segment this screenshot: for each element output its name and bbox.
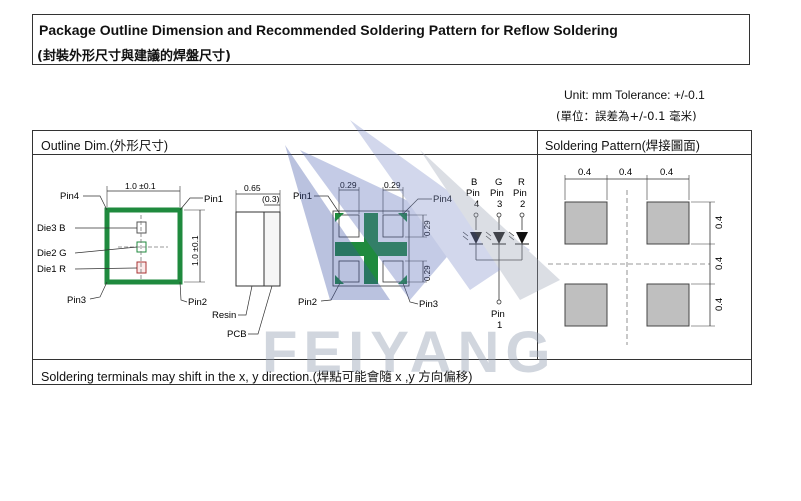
pad-pin3 xyxy=(382,260,404,283)
die3-label: Die3 B xyxy=(37,223,66,234)
pattern-dim-right-1: 0.4 xyxy=(714,216,725,229)
bottom-pin2-label: Pin2 xyxy=(298,297,317,308)
header-divider xyxy=(33,154,751,155)
pcb-body xyxy=(263,211,281,287)
top-width-dim: 1.0 ±0.1 xyxy=(125,181,156,191)
pad-pin4 xyxy=(382,214,404,238)
pattern-dim-right-3: 0.4 xyxy=(714,298,725,311)
document-title-chinese: (封裝外形尺寸與建議的焊盤尺寸) xyxy=(37,49,231,64)
top-pin1-label: Pin1 xyxy=(204,194,223,205)
side-dim-b: (0.3) xyxy=(262,194,280,204)
circuit-r-pin-word: Pin xyxy=(513,188,527,199)
circuit-r-label: R xyxy=(518,177,525,188)
circuit-common-pin: 1 xyxy=(497,320,502,331)
pad-pin2 xyxy=(338,260,360,283)
circuit-g-label: G xyxy=(495,177,502,188)
bottom-dim-right-upper: 0.29 xyxy=(423,220,432,236)
bottom-pin1-label: Pin1 xyxy=(293,191,312,202)
pattern-dim-right-2: 0.4 xyxy=(714,257,725,270)
column-divider xyxy=(537,131,538,359)
side-view-drawing: 0.65 (0.3) Resin PCB xyxy=(212,183,281,340)
top-pin3-label: Pin3 xyxy=(67,295,86,306)
die-b xyxy=(136,221,147,234)
circuit-r-pin: 2 xyxy=(520,199,525,210)
die-r xyxy=(136,261,147,274)
circuit-g-pin: 3 xyxy=(497,199,502,210)
pad-pin1 xyxy=(338,214,360,238)
bottom-pin3-label: Pin3 xyxy=(419,299,438,310)
circuit-g-pin-word: Pin xyxy=(490,188,504,199)
solder-pad-tl xyxy=(564,201,608,245)
bottom-pin4-label: Pin4 xyxy=(433,194,452,205)
top-pin2-label: Pin2 xyxy=(188,297,207,308)
bottom-view-drawing: 0.29 0.29 0.29 0.29 Pin1 Pin4 Pin2 Pin3 xyxy=(293,180,452,310)
pattern-dim-top-3: 0.4 xyxy=(660,167,673,178)
soldering-pattern-header: Soldering Pattern(焊接圖面) xyxy=(545,139,700,153)
circuit-b-pin-word: Pin xyxy=(466,188,480,199)
bottom-dim-right-lower: 0.29 xyxy=(423,265,432,281)
led-b-symbol xyxy=(470,232,482,244)
bottom-bar-v xyxy=(364,213,378,284)
unit-tolerance: Unit: mm Tolerance: +/-0.1 xyxy=(564,88,705,102)
pattern-dim-top-1: 0.4 xyxy=(578,167,591,178)
unit-tolerance-chinese: (單位：誤差為+/-0.1 毫米) xyxy=(556,109,697,123)
pcb-label: PCB xyxy=(227,329,247,340)
dimension-table: Outline Dim.(外形尺寸) Soldering Pattern(焊接圖… xyxy=(32,130,752,385)
top-height-dim: 1.0 ±0.1 xyxy=(190,235,200,266)
title-box: Package Outline Dimension and Recommende… xyxy=(32,14,750,65)
circuit-diagram: B Pin 4 G Pin 3 R Pin 2 Pin 1 xyxy=(462,177,529,331)
solder-pad-bl xyxy=(564,283,608,327)
document-title: Package Outline Dimension and Recommende… xyxy=(39,22,618,38)
top-view-drawing: 1.0 ±0.1 1.0 ±0.1 Pin4 Pin1 Pin3 Pin2 Di… xyxy=(37,181,223,308)
circuit-b-label: B xyxy=(471,177,477,188)
circuit-b-pin: 4 xyxy=(474,199,479,210)
footer-divider xyxy=(33,359,751,360)
resin-label: Resin xyxy=(212,310,236,321)
die1-label: Die1 R xyxy=(37,264,66,275)
soldering-pattern-drawing: 0.4 0.4 0.4 0.4 0.4 0.4 xyxy=(548,167,725,345)
die2-label: Die2 G xyxy=(37,248,67,259)
led-r-symbol xyxy=(516,232,528,244)
circuit-common-pin-word: Pin xyxy=(491,309,505,320)
pattern-dim-top-2: 0.4 xyxy=(619,167,632,178)
side-dim-a: 0.65 xyxy=(244,183,261,193)
solder-pad-tr xyxy=(646,201,690,245)
led-g-symbol xyxy=(493,232,505,244)
solder-pad-br xyxy=(646,283,690,327)
bottom-dim-top-right: 0.29 xyxy=(384,180,401,190)
outline-dim-header: Outline Dim.(外形尺寸) xyxy=(41,139,169,153)
footnote: Soldering terminals may shift in the x, … xyxy=(41,370,473,384)
bottom-dim-top-left: 0.29 xyxy=(340,180,357,190)
top-pin4-label: Pin4 xyxy=(60,191,79,202)
